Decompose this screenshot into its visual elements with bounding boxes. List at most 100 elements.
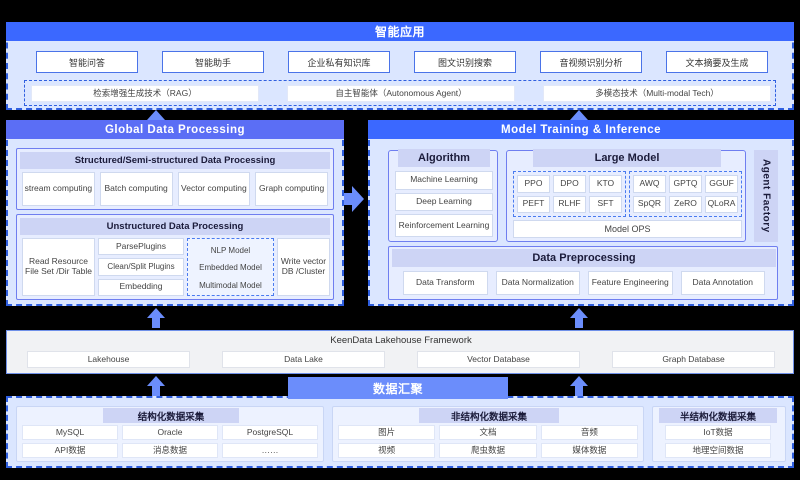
large-model-box: Large Model PPO DPO KTO PEFT RLHF SFT AW… <box>506 149 746 242</box>
collection-rows: MySQL Oracle PostgreSQL API数据 消息数据 …… <box>22 425 318 459</box>
algorithm-item[interactable]: Reinforcement Learning <box>395 214 493 237</box>
model-tag[interactable]: KTO <box>589 175 622 193</box>
plugin-chip[interactable]: Clean/Split Plugins <box>98 258 184 276</box>
tech-chip[interactable]: 自主智能体（Autonomous Agent） <box>287 85 515 102</box>
arrow-up-to-lakehouse-left <box>147 376 165 396</box>
preprocessing-item[interactable]: Data Normalization <box>495 271 580 295</box>
large-model-title: Large Model <box>533 149 721 167</box>
model-tag[interactable]: AWQ <box>633 175 666 193</box>
unstructured-processing-box: Unstructured Data Processing Read Resour… <box>16 214 334 300</box>
model-item[interactable]: Multimodal Model <box>199 280 262 290</box>
data-collection-panel: 结构化数据采集 MySQL Oracle PostgreSQL API数据 消息… <box>6 396 794 468</box>
collection-rows: IoT数据 地理空间数据 <box>665 425 771 459</box>
collection-item[interactable]: 视频 <box>338 443 436 458</box>
app-chip[interactable]: 图文识别搜索 <box>414 51 516 73</box>
collection-group-title: 半结构化数据采集 <box>659 408 777 423</box>
collection-item[interactable]: 文档 <box>439 425 537 440</box>
plugin-chip[interactable]: ParsePlugins <box>98 238 184 256</box>
read-resource-chip[interactable]: Read Resource File Set /Dir Table <box>22 238 95 296</box>
model-tag[interactable]: RLHF <box>553 195 586 213</box>
model-tag[interactable]: SFT <box>589 195 622 213</box>
model-training-panel: Model Training & Inference Algorithm Mac… <box>368 120 794 306</box>
model-tag[interactable]: SpQR <box>633 195 666 213</box>
collection-group: 结构化数据采集 MySQL Oracle PostgreSQL API数据 消息… <box>16 406 324 462</box>
model-tag[interactable]: GPTQ <box>669 175 702 193</box>
agent-factory-panel[interactable]: Agent Factory <box>754 150 778 242</box>
model-tag[interactable]: GGUF <box>705 175 738 193</box>
collection-item[interactable]: PostgreSQL <box>222 425 318 440</box>
collection-item[interactable]: API数据 <box>22 443 118 458</box>
tech-chip[interactable]: 检索增强生成技术（RAG） <box>31 85 259 102</box>
app-chip[interactable]: 音视频识别分析 <box>540 51 642 73</box>
intelligent-application-tech-band: 检索增强生成技术（RAG） 自主智能体（Autonomous Agent） 多模… <box>24 80 776 106</box>
app-chip[interactable]: 智能助手 <box>162 51 264 73</box>
arrow-up-to-global-processing <box>147 308 165 328</box>
lakehouse-items-row: Lakehouse Data Lake Vector Database Grap… <box>27 351 775 368</box>
lakehouse-item[interactable]: Data Lake <box>222 351 385 368</box>
model-tag[interactable]: PPO <box>517 175 550 193</box>
data-collection-banner: 数据汇聚 <box>288 377 508 399</box>
structured-item[interactable]: Graph computing <box>255 172 328 206</box>
collection-group-title: 结构化数据采集 <box>103 408 239 423</box>
model-tag[interactable]: DPO <box>553 175 586 193</box>
large-model-group-right: AWQ GPTQ GGUF SpQR ZeRO QLoRA <box>629 171 742 217</box>
intelligent-application-apps-row: 智能问答 智能助手 企业私有知识库 图文识别搜索 音视频识别分析 文本摘要及生成 <box>36 51 768 73</box>
lakehouse-framework-title: KeenData Lakehouse Framework <box>330 335 472 346</box>
large-model-group-left: PPO DPO KTO PEFT RLHF SFT <box>513 171 626 217</box>
lakehouse-framework-panel: KeenData Lakehouse Framework Lakehouse D… <box>6 330 794 374</box>
arrow-up-to-model-training <box>570 308 588 328</box>
group-right-grid: AWQ GPTQ GGUF SpQR ZeRO QLoRA <box>633 175 738 213</box>
collection-item[interactable]: IoT数据 <box>665 425 771 440</box>
algorithm-item[interactable]: Machine Learning <box>395 171 493 190</box>
data-preprocessing-box: Data Preprocessing Data Transform Data N… <box>388 246 778 300</box>
lakehouse-item[interactable]: Lakehouse <box>27 351 190 368</box>
collection-item[interactable]: 媒体数据 <box>540 443 638 458</box>
model-tag[interactable]: QLoRA <box>705 195 738 213</box>
group-left-grid: PPO DPO KTO PEFT RLHF SFT <box>517 175 622 213</box>
app-chip[interactable]: 智能问答 <box>36 51 138 73</box>
model-tag[interactable]: PEFT <box>517 195 550 213</box>
collection-group: 半结构化数据采集 IoT数据 地理空间数据 <box>652 406 786 462</box>
collection-item[interactable]: 爬虫数据 <box>439 443 537 458</box>
collection-item[interactable]: MySQL <box>22 425 118 440</box>
app-chip[interactable]: 企业私有知识库 <box>288 51 390 73</box>
arrow-up-to-lakehouse-right <box>570 376 588 396</box>
structured-item[interactable]: Vector computing <box>177 172 251 206</box>
structured-processing-title: Structured/Semi-structured Data Processi… <box>20 152 330 169</box>
preprocessing-item[interactable]: Data Annotation <box>680 271 765 295</box>
algorithm-title: Algorithm <box>398 149 490 167</box>
structured-item[interactable]: Batch computing <box>99 172 173 206</box>
model-item[interactable]: NLP Model <box>210 246 251 256</box>
collection-item[interactable]: …… <box>222 443 318 458</box>
collection-item[interactable]: 消息数据 <box>122 443 218 458</box>
collection-group-title: 非结构化数据采集 <box>419 408 559 423</box>
model-tag[interactable]: ZeRO <box>669 195 702 213</box>
structured-processing-box: Structured/Semi-structured Data Processi… <box>16 148 334 210</box>
plugins-column: ParsePlugins Clean/Split Plugins Embeddi… <box>98 238 184 296</box>
preprocessing-item[interactable]: Data Transform <box>403 271 488 295</box>
collection-rows: 图片 文档 音频 视频 爬虫数据 媒体数据 <box>338 425 638 459</box>
model-list: NLP Model Embedded Model Multimodal Mode… <box>190 242 271 294</box>
lakehouse-item[interactable]: Graph Database <box>612 351 775 368</box>
structured-item[interactable]: stream computing <box>22 172 95 206</box>
model-item[interactable]: Embedded Model <box>199 263 262 273</box>
algorithm-item[interactable]: Deep Learning <box>395 192 493 212</box>
tech-row: 检索增强生成技术（RAG） 自主智能体（Autonomous Agent） 多模… <box>31 85 771 102</box>
unstructured-processing-title: Unstructured Data Processing <box>20 218 330 235</box>
intelligent-application-panel: 智能应用 智能问答 智能助手 企业私有知识库 图文识别搜索 音视频识别分析 文本… <box>6 22 794 110</box>
algorithm-items: Machine Learning Deep Learning Reinforce… <box>395 171 493 237</box>
intelligent-application-title: 智能应用 <box>6 22 794 41</box>
collection-item[interactable]: 音频 <box>540 425 638 440</box>
collection-item[interactable]: 地理空间数据 <box>665 443 771 458</box>
model-ops-chip[interactable]: Model OPS <box>513 220 742 238</box>
arrow-right-between-panels <box>344 186 364 212</box>
global-data-processing-panel: Global Data Processing Structured/Semi-s… <box>6 120 344 306</box>
write-vector-chip[interactable]: Write vector DB /Cluster <box>277 238 330 296</box>
plugin-chip[interactable]: Embedding <box>98 278 184 296</box>
tech-chip[interactable]: 多模态技术（Multi-modal Tech） <box>543 85 771 102</box>
app-chip[interactable]: 文本摘要及生成 <box>666 51 768 73</box>
collection-item[interactable]: 图片 <box>338 425 436 440</box>
collection-item[interactable]: Oracle <box>122 425 218 440</box>
preprocessing-item[interactable]: Feature Engineering <box>588 271 673 295</box>
lakehouse-item[interactable]: Vector Database <box>417 351 580 368</box>
